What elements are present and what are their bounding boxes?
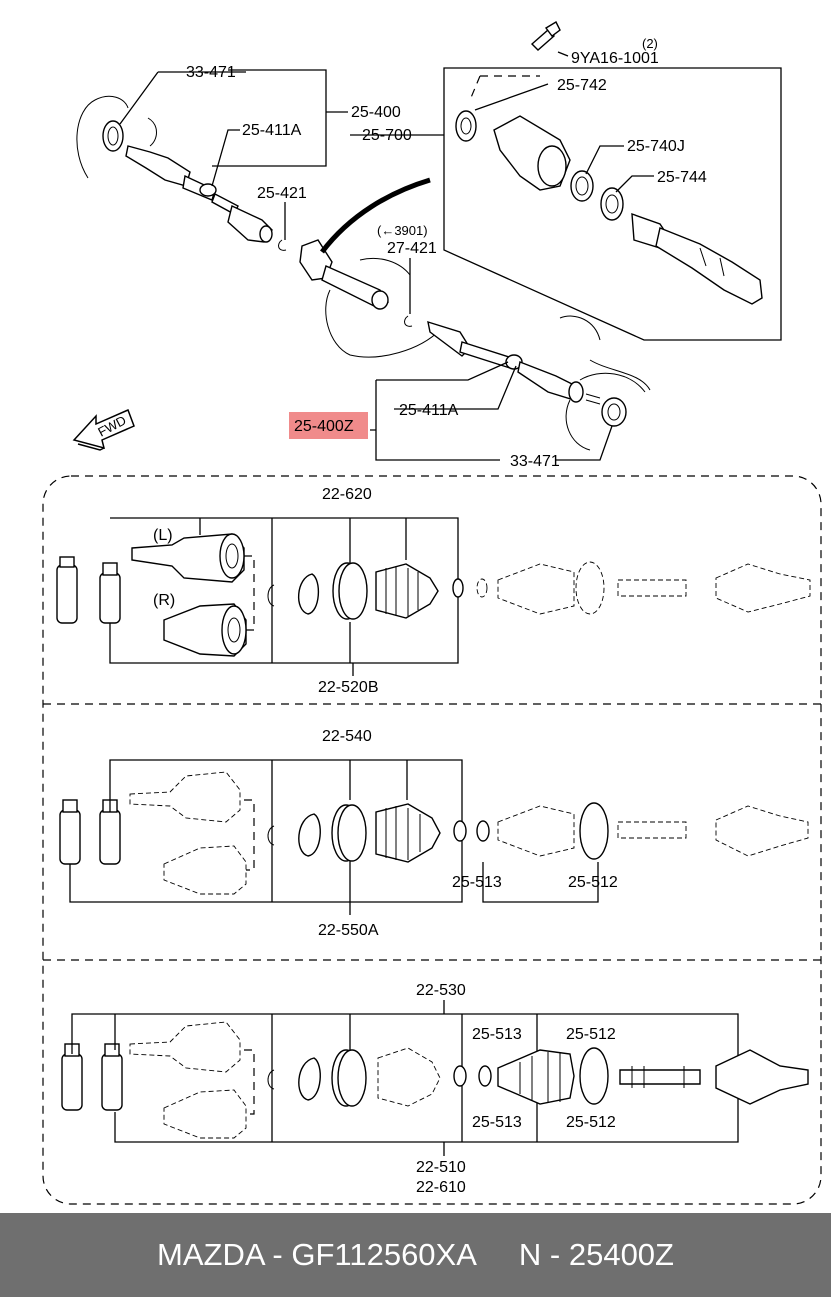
section-1-top-label: 22-620 [322, 486, 372, 503]
callout-clip-left: 25-421 [257, 185, 307, 202]
callout-boot-band-left: 25-411A [242, 122, 302, 139]
section-1-bottom-label: 22-520B [318, 679, 379, 696]
section-2-bottom-label: 22-550A [318, 922, 379, 939]
overview-drawing [72, 21, 782, 461]
seal-right-bottom-part [601, 397, 627, 427]
callout-serial-note: (←3901) [377, 223, 428, 238]
section-2-band-large-label: 25-512 [568, 874, 618, 891]
callout-seal-right-top: 25-742 [557, 77, 607, 94]
seal-right-top-part [455, 110, 477, 142]
intermediate-shaft-part [655, 227, 763, 305]
bearing-part [570, 170, 594, 202]
highlighted-part-callout[interactable]: 25-400Z [289, 412, 368, 439]
variant-right-label: (R) [153, 592, 175, 609]
section-3-band-large-top-label: 25-512 [566, 1026, 616, 1043]
callout-shaft-assy-left: 25-400 [351, 104, 401, 121]
callout-bolt-qty: (2) [642, 36, 658, 51]
callout-seal-right-bottom: 33-471 [510, 453, 560, 470]
callout-bolt: 9YA16-1001 [571, 50, 659, 67]
callout-seal-ring: 25-744 [657, 169, 707, 186]
section-3-top-label: 22-530 [416, 982, 466, 999]
section-2-band-small-label: 25-513 [452, 874, 502, 891]
section-3-band-small-bottom-label: 25-513 [472, 1114, 522, 1131]
footer-part-number: MAZDA - GF112560XA [157, 1237, 477, 1272]
section-2-top-label: 22-540 [322, 728, 372, 745]
fwd-arrow-icon [72, 408, 135, 451]
callout-bearing: 25-740J [627, 138, 685, 155]
callout-boot-band-right: 25-411A [399, 402, 459, 419]
footer-reference-number: N - 25400Z [518, 1237, 674, 1272]
seal-left-top-part [102, 120, 124, 152]
callout-shaft-assy-right: 25-700 [362, 127, 412, 144]
seal-ring-part [600, 187, 624, 221]
callout-seal-left-top: 33-471 [186, 64, 236, 81]
callout-clip-center: 27-421 [387, 240, 437, 257]
variant-left-label: (L) [153, 527, 173, 544]
section-2-drawing [59, 759, 809, 915]
section-3-band-large-bottom-label: 25-512 [566, 1114, 616, 1131]
section-3-bottom-label-1: 22-510 [416, 1159, 466, 1176]
svg-text:25-400Z: 25-400Z [294, 418, 354, 435]
section-3-bottom-label-2: 22-610 [416, 1179, 466, 1196]
section-1-drawing [56, 517, 811, 676]
options-dashed-frame [42, 475, 822, 1205]
section-3-band-small-top-label: 25-513 [472, 1026, 522, 1043]
part-info-footer: MAZDA - GF112560XA N - 25400Z [0, 1213, 831, 1297]
section-3-drawing [61, 1000, 809, 1156]
